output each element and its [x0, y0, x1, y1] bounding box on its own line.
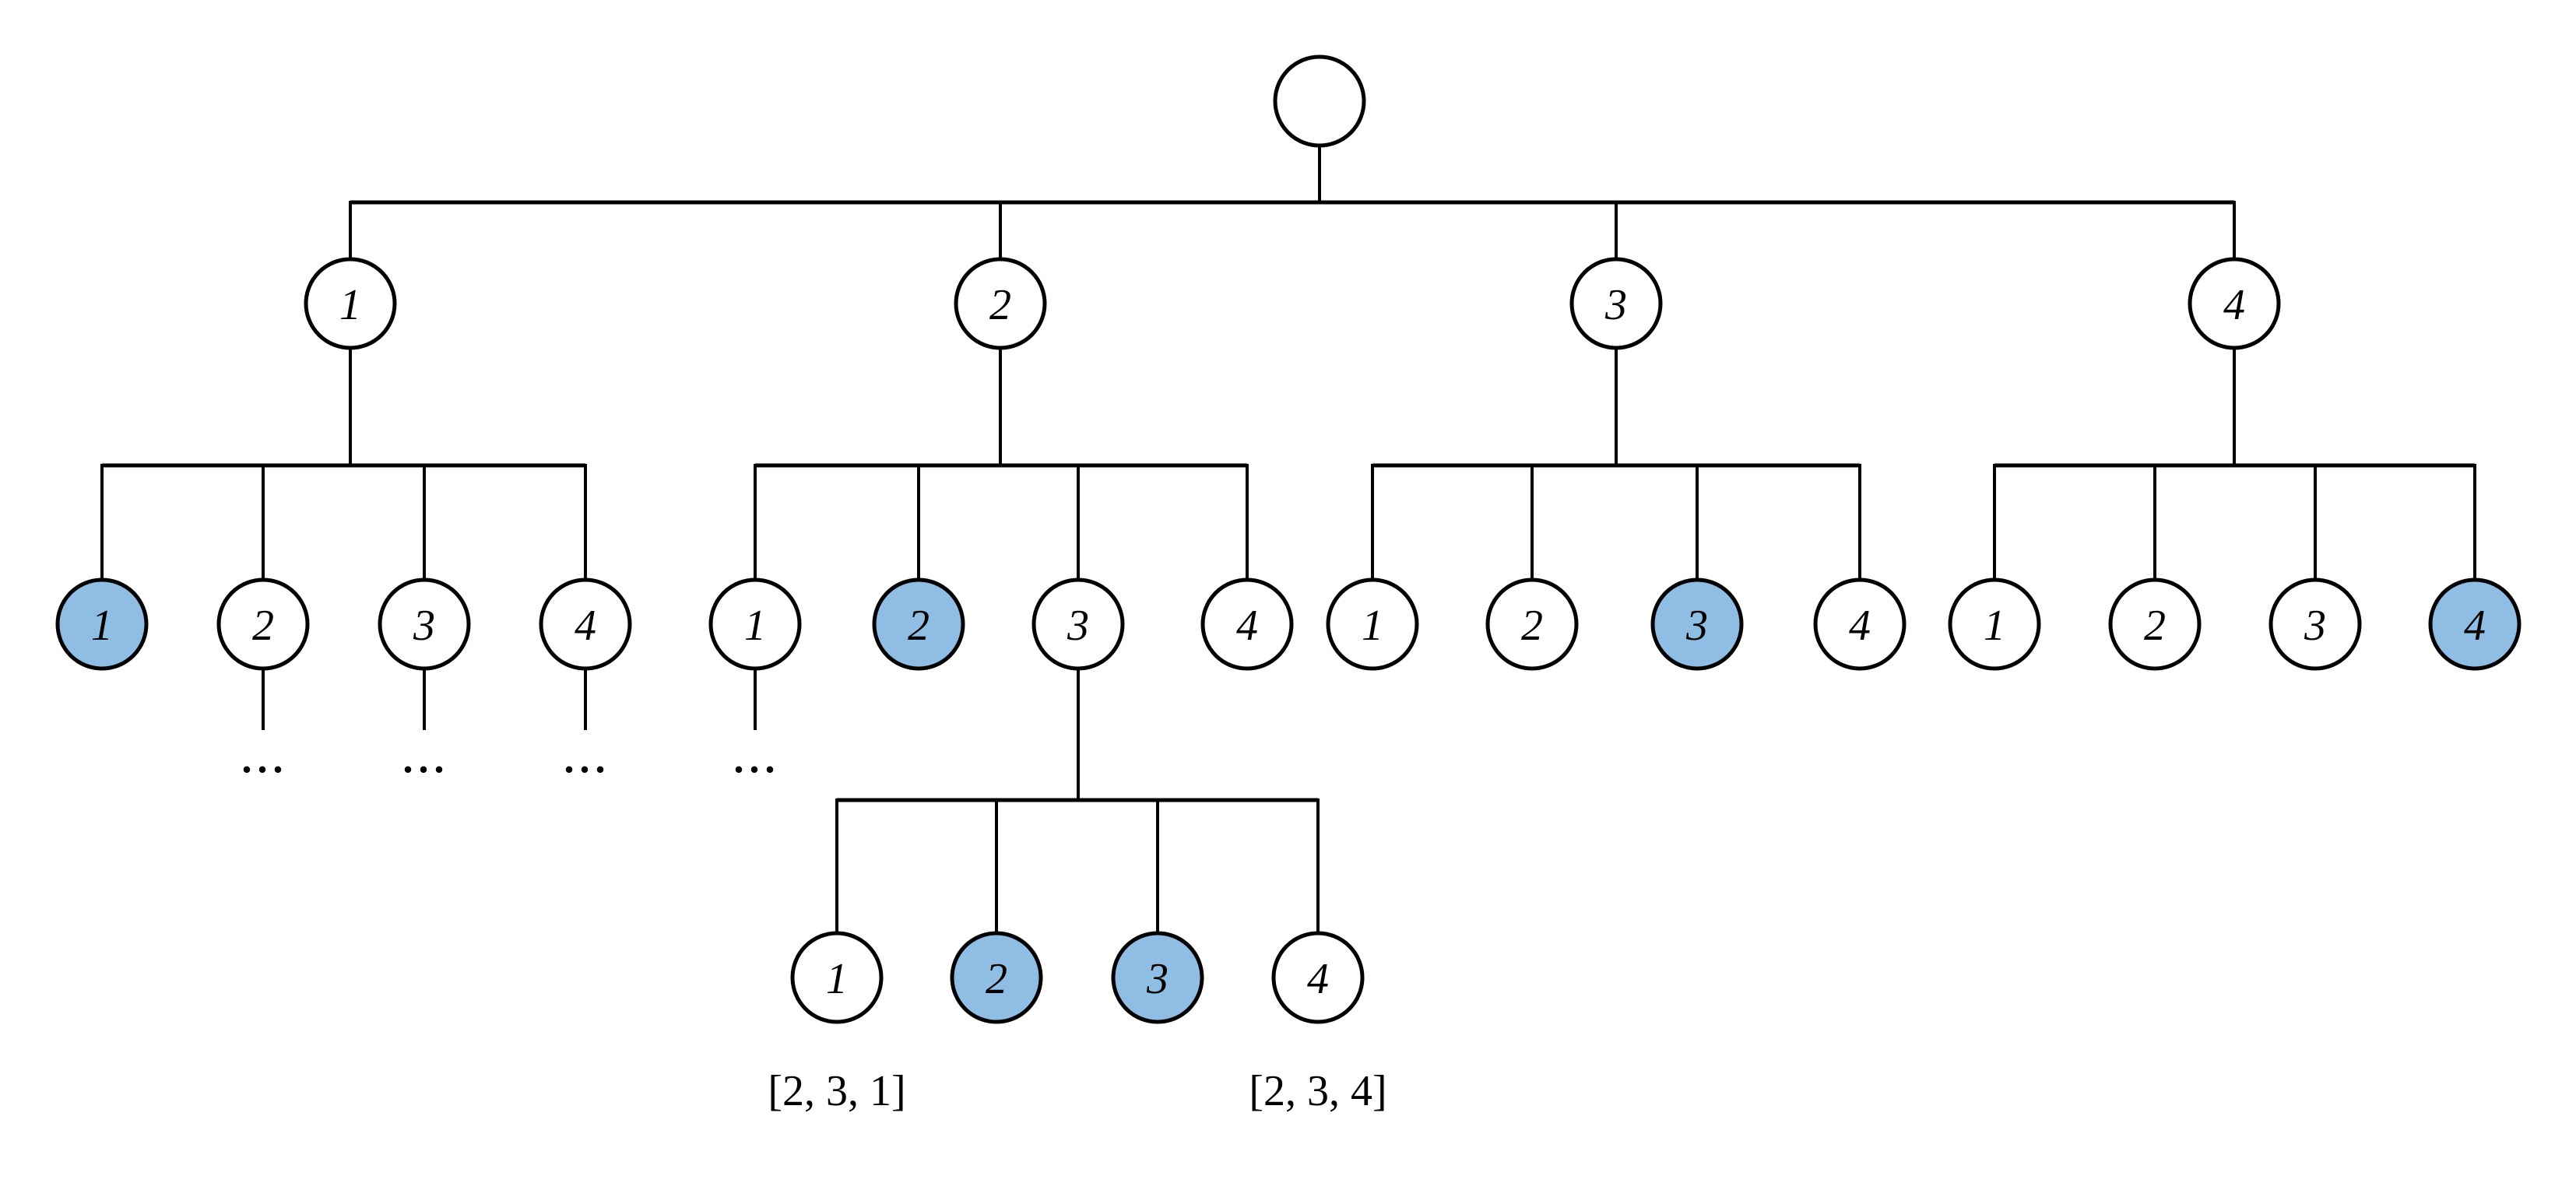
node-3-1: [1326, 577, 1419, 671]
node-4-1: [1948, 577, 2041, 671]
node-2: [954, 257, 1047, 350]
node-2-3-2-highlighted: [950, 931, 1043, 1024]
node-4-2: [2108, 577, 2202, 671]
ellipsis-under-node-2-1: ...: [732, 722, 778, 785]
node-2-3-1: [790, 931, 884, 1024]
node-3-4: [1813, 577, 1907, 671]
node-4-4-highlighted: [2428, 577, 2522, 671]
node-2-2-highlighted: [872, 577, 965, 671]
node-3-2-label: 2: [1521, 602, 1543, 650]
node-2-4-label: 4: [1236, 602, 1258, 650]
leaf-caption-node-2-3-1: [2, 3, 1]: [768, 1067, 905, 1115]
node-1-4-label: 4: [575, 602, 596, 650]
node-2-3-4: [1271, 931, 1365, 1024]
node-1-3: [378, 577, 471, 671]
node-4-4-label: 4: [2464, 602, 2486, 650]
node-2-3-2-label: 2: [986, 955, 1007, 1003]
node-2-3-3-highlighted: [1111, 931, 1204, 1024]
node-2-1-label: 1: [744, 602, 766, 650]
node-1-3-label: 3: [413, 602, 435, 650]
node-3-3-label: 3: [1685, 602, 1708, 650]
ellipsis-under-node-1-4: ...: [562, 722, 609, 785]
node-3-4-label: 4: [1849, 602, 1871, 650]
tree-nodes-layer: [55, 54, 2522, 1024]
node-2-4: [1200, 577, 1294, 671]
node-2-3-4-label: 4: [1307, 955, 1329, 1003]
node-1-2-label: 2: [252, 602, 274, 650]
node-1-2: [216, 577, 310, 671]
node-2-3: [1031, 577, 1125, 671]
root-node: [1273, 54, 1366, 148]
node-3: [1569, 257, 1663, 350]
node-1: [304, 257, 397, 350]
node-1-1-highlighted: [55, 577, 149, 671]
node-1-4: [539, 577, 632, 671]
node-2-3-3-label: 3: [1146, 955, 1169, 1003]
node-3-2: [1485, 577, 1579, 671]
node-2-label: 2: [989, 281, 1011, 329]
leaf-caption-node-2-3-4: [2, 3, 4]: [1249, 1067, 1386, 1115]
tree-edges-layer: [100, 146, 2476, 933]
node-4-2-label: 2: [2144, 602, 2166, 650]
node-2-3-label: 3: [1067, 602, 1089, 650]
node-4-3-label: 3: [2304, 602, 2326, 650]
node-2-2-label: 2: [908, 602, 930, 650]
node-4-3: [2268, 577, 2362, 671]
node-4-label: 4: [2223, 281, 2245, 329]
tree-labels-layer: 1 1 2... 3... 4... 2 1... 2 3 1 [2, 3, 1] 2 3 4 [2, 3,…: [91, 281, 2486, 1115]
node-3-label: 3: [1604, 281, 1627, 329]
ellipsis-under-node-1-2: ...: [240, 722, 286, 785]
node-3-3-highlighted: [1650, 577, 1744, 671]
node-2-1: [708, 577, 802, 671]
node-2-3-1-label: 1: [826, 955, 848, 1003]
node-4: [2188, 257, 2281, 350]
node-1-1-label: 1: [91, 602, 113, 650]
ellipsis-under-node-1-3: ...: [401, 722, 448, 785]
node-1-label: 1: [339, 281, 361, 329]
node-4-1-label: 1: [1984, 602, 2005, 650]
node-3-1-label: 1: [1362, 602, 1383, 650]
